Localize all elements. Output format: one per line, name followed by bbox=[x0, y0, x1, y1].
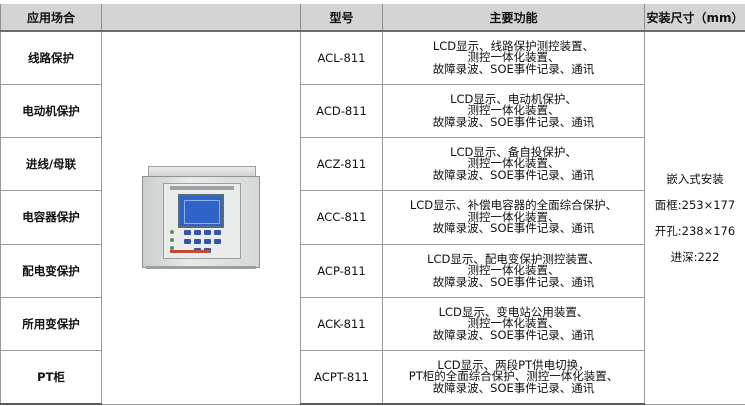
model-cell: ACC-811 bbox=[300, 190, 383, 245]
functions-cell: LCD显示、变电站公用装置、 测控一体化装置、 故障录波、SOE事件记录、通讯 bbox=[382, 296, 645, 352]
functions-cell: LCD显示、备自投保护、 测控一体化装置、 故障录波、SOE事件记录、通讯 bbox=[382, 137, 645, 192]
function-line: LCD显示、补偿电容器的全面综合保护、 bbox=[409, 198, 618, 213]
function-line: LCD显示、线路保护测控装置、 bbox=[432, 38, 595, 53]
device-key-icon bbox=[214, 238, 221, 244]
application-cell: 电动机保护 bbox=[0, 83, 102, 139]
function-line: 故障录波、SOE事件记录、通讯 bbox=[432, 327, 595, 342]
model-cell: ACZ-811 bbox=[300, 137, 383, 192]
device-title-strip bbox=[170, 185, 234, 190]
function-line: 测控一体化装置、 bbox=[467, 156, 560, 171]
model-cell: ACPT-811 bbox=[300, 350, 383, 406]
functions-cell: LCD显示、线路保护测控装置、 测控一体化装置、 故障录波、SOE事件记录、通讯 bbox=[382, 30, 645, 85]
product-image-cell bbox=[101, 30, 301, 405]
device-lcd-screen-icon bbox=[178, 193, 224, 228]
function-line: 故障录波、SOE事件记录、通讯 bbox=[432, 274, 595, 289]
protection-relay-device-image bbox=[142, 165, 260, 270]
device-front-panel bbox=[163, 182, 241, 259]
header-functions: 主要功能 bbox=[382, 4, 645, 31]
table-row: 配电变保护 ACP-811 LCD显示、配电变保护测控装置、 测控一体化装置、 … bbox=[0, 243, 745, 298]
function-line: 测控一体化装置、 bbox=[467, 50, 560, 65]
model-cell: ACP-811 bbox=[300, 243, 383, 298]
product-spec-table: 应用场合 型号 主要功能 安装尺寸（mm） 线路保护 bbox=[0, 4, 745, 406]
table-row: 线路保护 bbox=[0, 30, 745, 405]
application-cell: 进线/母联 bbox=[0, 137, 102, 192]
application-cell: 线路保护 bbox=[0, 30, 102, 85]
header-model: 型号 bbox=[300, 4, 383, 31]
functions-cell: LCD显示、补偿电容器的全面综合保护、 测控一体化装置、 故障录波、SOE事件记… bbox=[382, 190, 645, 245]
device-key-icon bbox=[204, 229, 211, 235]
size-line: 进深:222 bbox=[670, 249, 720, 264]
function-line: LCD显示、配电变保护测控装置、 bbox=[427, 251, 600, 266]
device-key-icon bbox=[184, 229, 191, 235]
install-size-cell: 嵌入式安装 面框:253×177 开孔:238×176 进深:222 bbox=[644, 30, 745, 405]
function-line: LCD显示、两段PT供电切换， bbox=[437, 357, 590, 372]
functions-cell: LCD显示、两段PT供电切换， PT柜的全面综合保护、测控一体化装置、 故障录波… bbox=[382, 350, 645, 406]
header-size: 安装尺寸（mm） bbox=[644, 4, 745, 31]
function-line: PT柜的全面综合保护、测控一体化装置、 bbox=[408, 369, 619, 384]
device-key-icon bbox=[194, 229, 201, 235]
application-cell: 所用变保护 bbox=[0, 296, 102, 352]
function-line: 测控一体化装置、 bbox=[467, 103, 560, 118]
header-application: 应用场合 bbox=[0, 4, 102, 31]
function-line: 故障录波、SOE事件记录、通讯 bbox=[432, 167, 595, 182]
function-line: LCD显示、电动机保护、 bbox=[450, 91, 577, 106]
device-key-icon bbox=[204, 238, 211, 244]
size-line: 嵌入式安装 bbox=[666, 171, 724, 186]
table-row: 电容器保护 ACC-811 LCD显示、补偿电容器的全面综合保护、 测控一体化装… bbox=[0, 190, 745, 245]
application-cell: 电容器保护 bbox=[0, 190, 102, 245]
device-led-icon bbox=[170, 245, 174, 250]
function-line: 故障录波、SOE事件记录、通讯 bbox=[432, 221, 595, 236]
function-line: 测控一体化装置、 bbox=[467, 263, 560, 278]
functions-cell: LCD显示、配电变保护测控装置、 测控一体化装置、 故障录波、SOE事件记录、通… bbox=[382, 243, 645, 298]
function-line: 故障录波、SOE事件记录、通讯 bbox=[432, 380, 595, 395]
device-led-icon bbox=[170, 237, 174, 242]
device-base bbox=[146, 265, 256, 269]
device-key-icon bbox=[184, 238, 191, 244]
size-line: 开孔:238×176 bbox=[654, 223, 736, 238]
device-chassis bbox=[142, 175, 260, 268]
device-lcd-frame bbox=[184, 199, 220, 224]
function-line: 测控一体化装置、 bbox=[467, 316, 560, 331]
function-line: LCD显示、备自投保护、 bbox=[450, 144, 577, 159]
functions-cell: LCD显示、电动机保护、 测控一体化装置、 故障录波、SOE事件记录、通讯 bbox=[382, 83, 645, 139]
model-cell: ACK-811 bbox=[300, 296, 383, 352]
function-line: LCD显示、变电站公用装置、 bbox=[438, 304, 589, 319]
table-row: 所用变保护 ACK-811 LCD显示、变电站公用装置、 测控一体化装置、 故障… bbox=[0, 296, 745, 352]
table-header-row: 应用场合 型号 主要功能 安装尺寸（mm） bbox=[0, 4, 745, 31]
header-image bbox=[101, 4, 301, 31]
device-key-icon bbox=[214, 229, 221, 235]
size-line: 面框:253×177 bbox=[654, 197, 736, 212]
device-led-icon bbox=[170, 229, 174, 234]
function-line: 测控一体化装置、 bbox=[467, 209, 560, 224]
application-cell: PT柜 bbox=[0, 350, 102, 406]
table-row: PT柜 ACPT-811 LCD显示、两段PT供电切换， PT柜的全面综合保护、… bbox=[0, 350, 745, 406]
function-line: 故障录波、SOE事件记录、通讯 bbox=[432, 61, 595, 76]
application-cell: 配电变保护 bbox=[0, 243, 102, 298]
model-cell: ACD-811 bbox=[300, 83, 383, 139]
model-cell: ACL-811 bbox=[300, 30, 383, 85]
function-line: 故障录波、SOE事件记录、通讯 bbox=[432, 114, 595, 129]
device-brand-mark bbox=[170, 249, 210, 253]
device-key-icon bbox=[194, 238, 201, 244]
